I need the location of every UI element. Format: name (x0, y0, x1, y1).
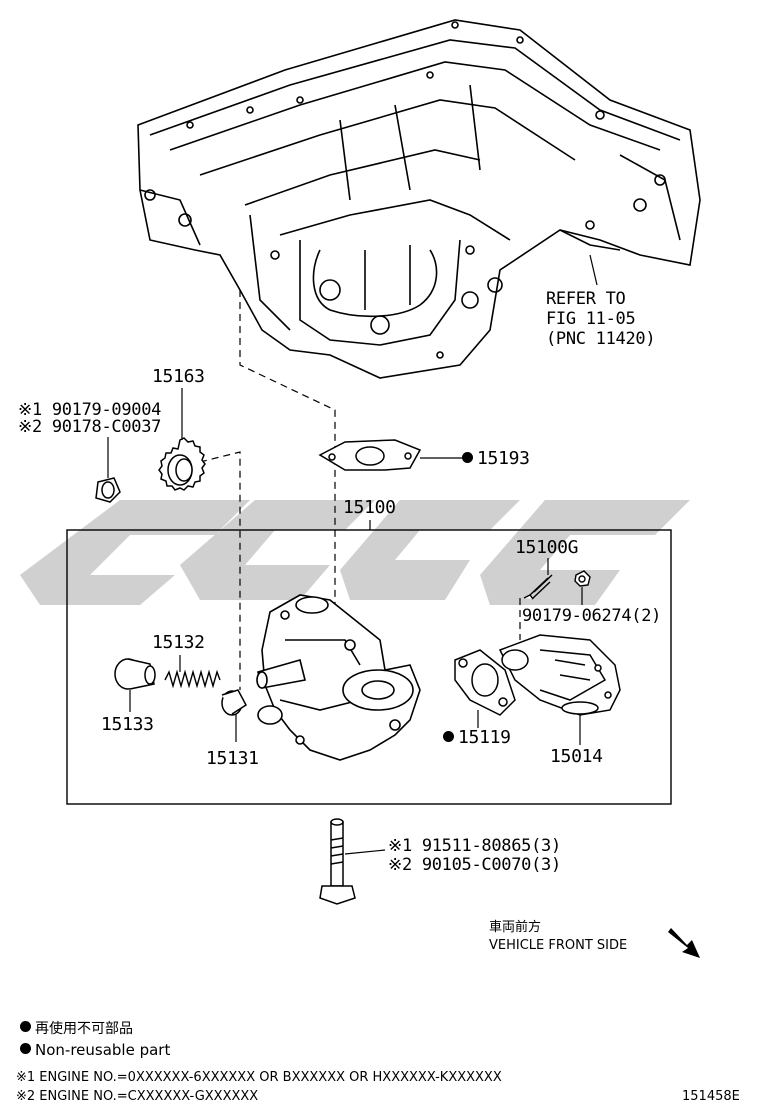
nut-90179-06274 (574, 570, 591, 587)
part-label-15014: 15014 (550, 746, 603, 767)
part-label-15100: 15100 (343, 497, 396, 518)
part-label-15193: 15193 (462, 450, 530, 468)
engine-note-1: ※1 ENGINE NO.=0XXXXXX-6XXXXXX OR BXXXXXX… (16, 1070, 502, 1085)
plug-15133 (114, 658, 156, 690)
refer-label-line2: FIG 11-05 (546, 309, 636, 329)
strainer-15014 (498, 634, 621, 716)
non-reusable-dot (462, 452, 473, 463)
part-label-90179-06274: 90179-06274(2) (522, 606, 662, 626)
part-label-15119: 15119 (443, 729, 511, 747)
stud-15100G (523, 574, 553, 600)
legend-dot-icon (20, 1021, 31, 1032)
part-label-15132: 15132 (152, 632, 205, 653)
nut-note-line2: ※2 90178-C0037 (18, 417, 162, 437)
valve-15131 (221, 689, 247, 716)
bolt-note-line1: ※1 91511-80865(3) (388, 836, 561, 856)
part-label-15163: 15163 (152, 366, 205, 387)
non-reusable-dot (443, 731, 454, 742)
refer-label-line3: (PNC 11420) (546, 329, 656, 349)
refer-label-line1: REFER TO (546, 289, 626, 309)
part-label-15133: 15133 (101, 714, 154, 735)
dashed-leader-lines (199, 290, 521, 690)
nut-90179-09004 (95, 477, 121, 503)
nut-note-line1: ※1 90179-09004 (18, 400, 162, 420)
refer-leader-line (589, 254, 598, 286)
spring-15132 (164, 669, 221, 689)
vehicle-front-arrow (668, 928, 700, 958)
bolt-leader (344, 849, 386, 855)
legend-jp: 再使用不可部品 (20, 1021, 133, 1036)
engine-note-2: ※2 ENGINE NO.=CXXXXXX-GXXXXXX (16, 1089, 259, 1104)
legend-en: Non-reusable part (20, 1043, 170, 1058)
bolt-note-line2: ※2 90105-C0070(3) (388, 855, 561, 875)
oil-pump-body (256, 594, 421, 761)
vehicle-front-label-en: VEHICLE FRONT SIDE (489, 938, 628, 953)
gasket-15193 (318, 439, 422, 471)
gasket-15119 (454, 649, 516, 716)
bolt-91511 (319, 818, 356, 905)
legend-dot-icon (20, 1043, 31, 1054)
oil-pan-housing (137, 19, 701, 379)
watermark-logo (20, 500, 690, 605)
part-label-15100G: 15100G (515, 537, 579, 558)
figure-id: 151458E (682, 1089, 740, 1104)
part-label-15131: 15131 (206, 748, 259, 769)
assembly-box-15100 (66, 529, 672, 805)
vehicle-front-label-jp: 車両前方 (489, 920, 542, 935)
sprocket-15163 (158, 437, 206, 491)
